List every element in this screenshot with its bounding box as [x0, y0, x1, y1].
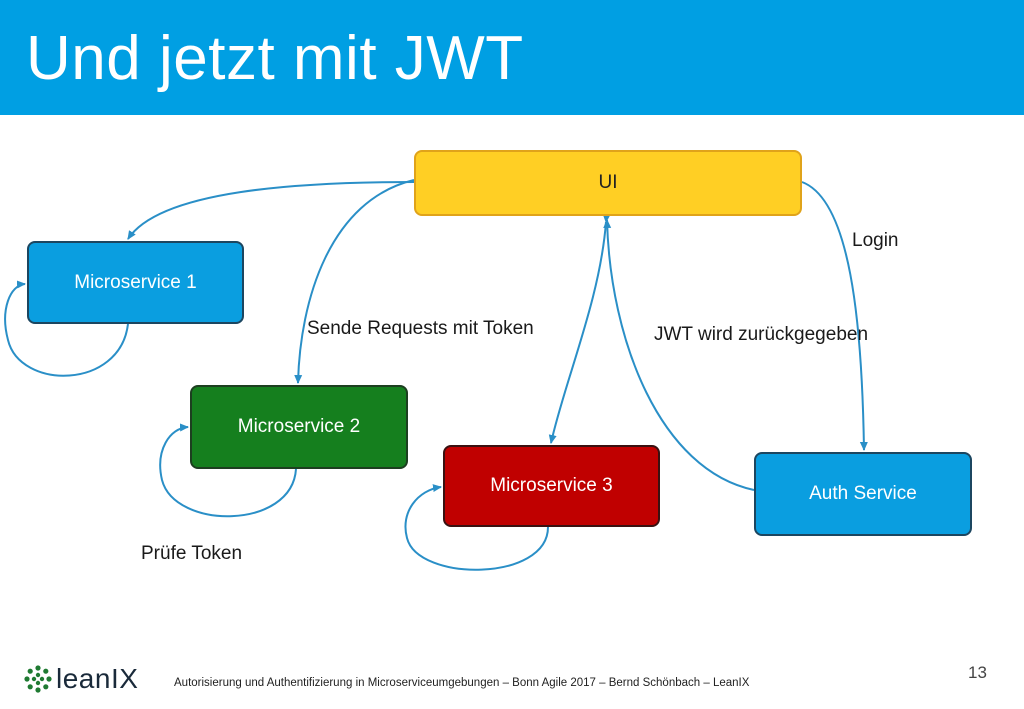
ui-node: UI	[414, 150, 802, 216]
microservice-1-label: Microservice 1	[74, 271, 197, 293]
arrow-ui-to-auth	[801, 181, 868, 451]
microservice-3-label: Microservice 3	[490, 475, 613, 496]
check-token-label: Prüfe Token	[141, 543, 243, 564]
arrow-ui-to-ms3	[548, 213, 611, 444]
auth-service-label: Auth Service	[809, 483, 917, 504]
leanix-logo-icon	[24, 665, 52, 693]
send-requests-label: Sende Requests mit Token	[307, 318, 534, 339]
slide-title: Und jetzt mit JWT	[26, 24, 524, 93]
arrow-ui-to-ms2	[294, 179, 415, 384]
arrow-ui-to-ms1	[127, 181, 415, 240]
loop-ms3	[404, 484, 549, 571]
loop-ms1	[4, 280, 129, 377]
login-label: Login	[852, 230, 899, 251]
microservice-3-node: Microservice 3	[443, 445, 660, 527]
microservice-2-label: Microservice 2	[237, 416, 361, 437]
auth-service-node: Auth Service	[754, 452, 972, 536]
arrow-auth-to-ui	[603, 219, 755, 491]
leanix-logo: leanIX	[24, 664, 138, 694]
ui-node-label: UI	[598, 172, 618, 193]
leanix-logo-text: leanIX	[56, 663, 139, 694]
page-number: 13	[968, 663, 987, 682]
jwt-returned-label: JWT wird zurückgegeben	[654, 324, 869, 345]
footer-caption: Autorisierung und Authentifizierung in M…	[174, 677, 750, 689]
microservice-2-node: Microservice 2	[190, 385, 408, 469]
loop-ms2	[159, 423, 297, 518]
microservice-1-node: Microservice 1	[27, 241, 244, 324]
slide-header: Und jetzt mit JWT	[0, 0, 1024, 115]
